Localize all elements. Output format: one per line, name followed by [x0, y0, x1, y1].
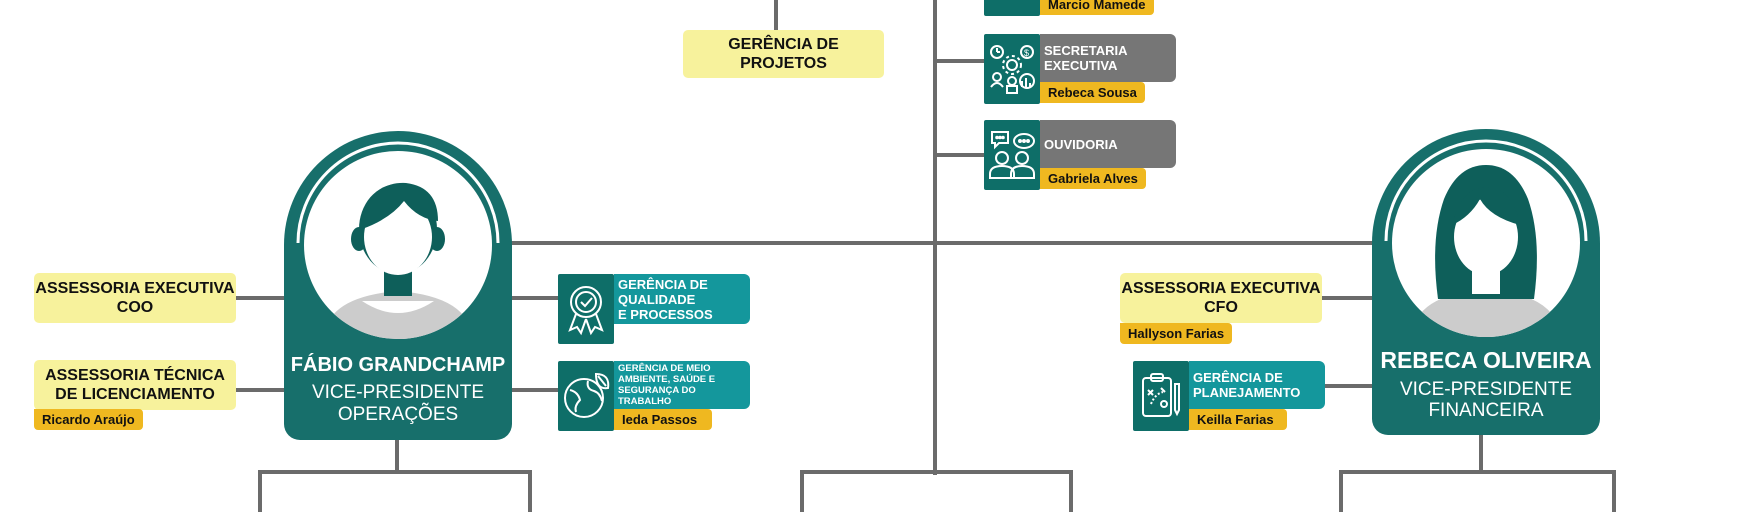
globe-leaf-icon	[564, 372, 610, 418]
meio-ambiente-person-name: Ieda Passos	[614, 409, 712, 430]
meio-ambiente-line1: GERÊNCIA DE MEIO	[618, 363, 711, 374]
planejamento-icon-box	[1133, 361, 1189, 431]
planejamento-title-box: GERÊNCIA DE PLANEJAMENTO	[1189, 361, 1325, 409]
secretaria-title-line2: EXECUTIVA	[1044, 58, 1118, 73]
ouvidoria-icon-box	[984, 120, 1040, 190]
person-avatar-female	[1384, 139, 1588, 337]
person-cfo-role-line1: VICE-PRESIDENTE	[1399, 379, 1573, 400]
quality-badge-icon	[568, 286, 604, 336]
top-person-name: Marcio Mamede	[1040, 0, 1154, 15]
assessoria-tecnica-box: ASSESSORIA TÉCNICA DE LICENCIAMENTO	[34, 360, 236, 410]
planejamento-line2: PLANEJAMENTO	[1193, 385, 1301, 400]
gerencia-projetos-box: GERÊNCIA DE PROJETOS	[683, 30, 884, 78]
assessoria-cfo-line1: ASSESSORIA EXECUTIVA	[1121, 280, 1321, 297]
qualidade-line3: E PROCESSOS	[618, 306, 713, 322]
person-coo-role-line2: OPERAÇÕES	[337, 404, 459, 425]
person-coo-role-line1: VICE-PRESIDENTE	[311, 382, 485, 403]
qualidade-icon-box	[558, 274, 614, 344]
secretaria-title-box: SECRETARIA EXECUTIVA	[1040, 34, 1176, 82]
qualidade-line2: QUALIDADE	[618, 291, 696, 307]
secretaria-icon-box: $	[984, 34, 1040, 104]
assessoria-coo-line2: COO	[116, 299, 154, 316]
assessoria-cfo-person-name: Hallyson Farias	[1120, 323, 1233, 344]
people-chat-icon	[989, 131, 1035, 179]
meio-ambiente-line3: SEGURANÇA DO TRABALHO	[618, 385, 696, 407]
planejamento-line1: GERÊNCIA DE	[1193, 370, 1283, 385]
gerencia-projetos-label: GERÊNCIA DE PROJETOS	[728, 36, 839, 72]
ouvidoria-title-box: OUVIDORIA	[1040, 120, 1176, 168]
svg-text:$: $	[1024, 48, 1029, 58]
ouvidoria-person-name: Gabriela Alves	[1040, 168, 1146, 189]
assessoria-tecnica-line1: ASSESSORIA TÉCNICA	[45, 367, 225, 384]
qualidade-title-box: GERÊNCIA DE QUALIDADE E PROCESSOS	[614, 274, 750, 324]
top-node-icon-box	[984, 0, 1040, 16]
person-avatar-male	[296, 141, 500, 339]
secretaria-person-name: Rebeca Sousa	[1040, 82, 1145, 103]
team-settings-icon: $	[990, 45, 1035, 94]
planning-board-icon	[1142, 373, 1180, 417]
assessoria-coo-box: ASSESSORIA EXECUTIVA COO	[34, 273, 236, 323]
person-coo-name: FÁBIO GRANDCHAMP	[290, 354, 506, 376]
person-card-coo: FÁBIO GRANDCHAMP VICE-PRESIDENTE OPERAÇÕ…	[284, 131, 512, 440]
assessoria-coo-line1: ASSESSORIA EXECUTIVA	[35, 280, 235, 297]
assessoria-cfo-line2: CFO	[1204, 299, 1238, 316]
qualidade-line1: GERÊNCIA DE	[618, 276, 708, 292]
person-cfo-role-line2: FINANCEIRA	[1428, 400, 1544, 421]
person-cfo-name: REBECA OLIVEIRA	[1380, 347, 1592, 373]
assessoria-cfo-box: ASSESSORIA EXECUTIVA CFO	[1120, 273, 1322, 323]
assessoria-tecnica-person-name: Ricardo Araújo	[34, 409, 143, 430]
planejamento-person-name: Keilla Farias	[1189, 409, 1287, 430]
ouvidoria-title: OUVIDORIA	[1044, 136, 1118, 152]
meio-ambiente-icon-box	[558, 361, 614, 431]
secretaria-title-line1: SECRETARIA	[1044, 43, 1128, 58]
assessoria-tecnica-line2: DE LICENCIAMENTO	[55, 386, 215, 403]
person-card-cfo: REBECA OLIVEIRA VICE-PRESIDENTE FINANCEI…	[1372, 129, 1600, 435]
meio-ambiente-line2: AMBIENTE, SAÚDE E	[618, 374, 716, 385]
meio-ambiente-title-box: GERÊNCIA DE MEIO AMBIENTE, SAÚDE E SEGUR…	[614, 361, 750, 409]
